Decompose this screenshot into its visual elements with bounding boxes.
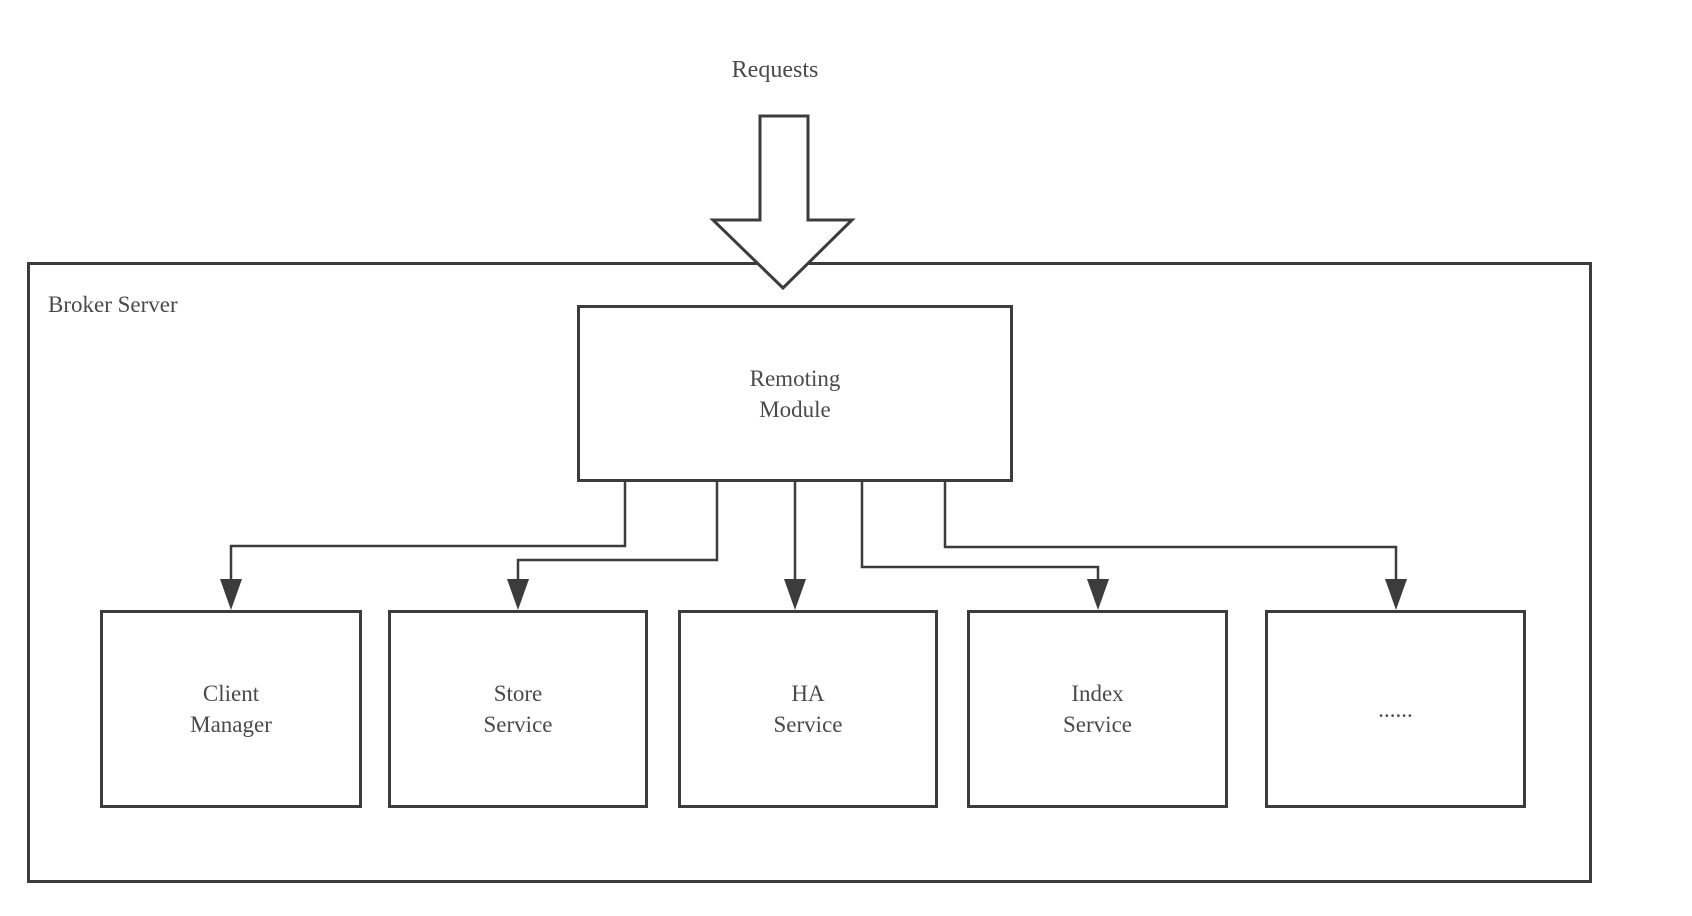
- index-service-label: Index Service: [1063, 681, 1132, 737]
- arrowhead-ha-service-icon: [784, 579, 806, 610]
- connector-store-service: [516, 482, 719, 582]
- index-service-box: Index Service: [967, 610, 1228, 808]
- requests-down-arrow-icon: [709, 114, 856, 291]
- remoting-module-label: Remoting Module: [749, 365, 841, 422]
- ha-service-label: HA Service: [773, 681, 843, 737]
- ha-service-box: HA Service: [678, 610, 938, 808]
- client-manager-label: Client Manager: [190, 681, 272, 737]
- more-services-label: ......: [1378, 696, 1413, 722]
- arrowhead-store-service-icon: [507, 579, 529, 610]
- arrowhead-index-service-icon: [1087, 579, 1109, 610]
- remoting-module-box: Remoting Module: [577, 305, 1013, 482]
- requests-label: Requests: [731, 57, 819, 83]
- arrowhead-client-manager-icon: [220, 579, 242, 610]
- store-service-label: Store Service: [483, 681, 553, 737]
- store-service-box: Store Service: [388, 610, 648, 808]
- connector-client-manager: [229, 482, 627, 582]
- arrowhead-more-icon: [1385, 579, 1407, 610]
- client-manager-box: Client Manager: [100, 610, 362, 808]
- more-services-box: ......: [1265, 610, 1526, 808]
- broker-server-label: Broker Server: [48, 292, 178, 317]
- connector-index-service: [860, 482, 1100, 582]
- connector-more: [943, 482, 1398, 582]
